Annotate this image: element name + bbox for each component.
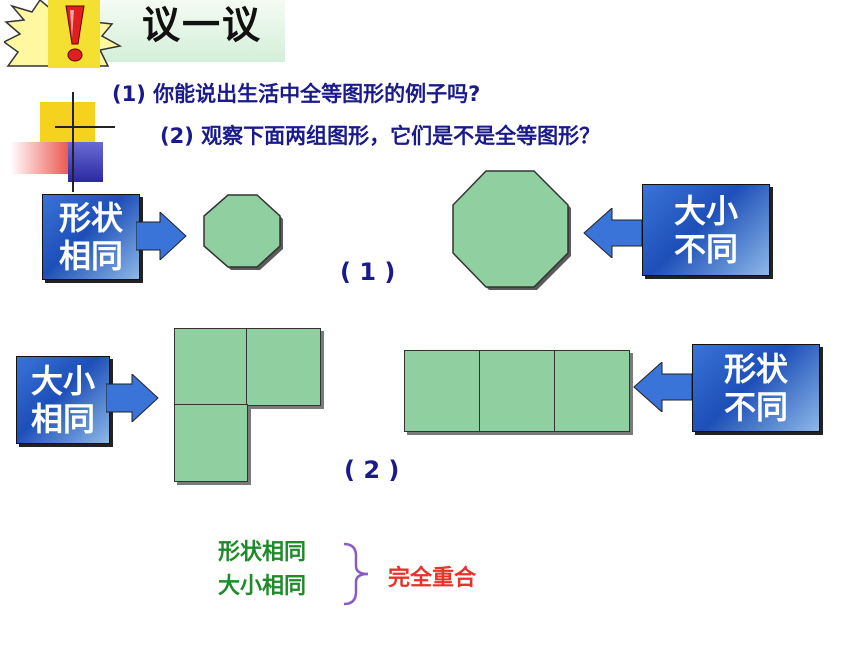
callout-line-1: 大小 <box>30 362 95 400</box>
title-band <box>95 0 285 62</box>
exclamation-burst-icon <box>4 0 123 68</box>
callout-line-1: 形状 <box>58 199 123 237</box>
callout-line-2: 相同 <box>30 400 95 438</box>
decor-vertical-line <box>72 92 74 192</box>
callout-line-2: 相同 <box>58 237 123 275</box>
callout-line-1: 形状 <box>723 350 788 388</box>
arrow-right-icon <box>106 374 159 422</box>
group-1-caption: ( 1 ) <box>340 258 396 286</box>
decor-horizontal-line <box>55 126 115 128</box>
summary-result: 完全重合 <box>388 566 477 591</box>
summary-line-2: 大小相同 <box>218 574 307 599</box>
arrow-left-icon <box>633 362 693 412</box>
small-octagon <box>203 194 283 270</box>
strip-square-1 <box>404 350 480 432</box>
large-octagon <box>452 170 571 290</box>
callout-line-2: 不同 <box>723 388 788 426</box>
callout-shape-different: 形状 不同 <box>692 344 820 432</box>
question-1: (1) 你能说出生活中全等图形的例子吗? <box>112 82 481 106</box>
question-2: (2) 观察下面两组图形，它们是不是全等图形？ <box>160 124 601 148</box>
summary-line-1: 形状相同 <box>218 540 307 565</box>
summary-conditions: 形状相同 大小相同 <box>218 536 306 604</box>
strip-square-2 <box>479 350 555 432</box>
callout-shape-same: 形状 相同 <box>42 194 140 280</box>
callout-size-same: 大小 相同 <box>16 356 110 444</box>
l-shape-square-top-left <box>174 328 248 406</box>
callout-line-1: 大小 <box>673 192 738 230</box>
l-shape-square-bottom <box>174 404 248 482</box>
strip-square-3 <box>554 350 630 432</box>
page-title: 议一议 <box>142 3 263 47</box>
curly-brace-icon <box>343 542 369 606</box>
callout-line-2: 不同 <box>673 230 738 268</box>
group-2-caption: ( 2 ) <box>344 456 400 484</box>
l-shape-square-top-right <box>246 328 321 406</box>
callout-size-different: 大小 不同 <box>642 184 770 276</box>
arrow-left-icon <box>583 208 643 258</box>
arrow-right-icon <box>136 212 187 260</box>
